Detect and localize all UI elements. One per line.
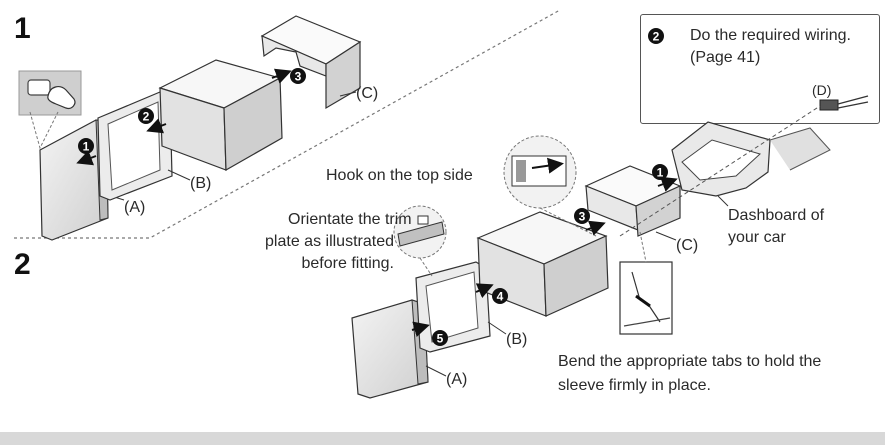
step-2-number: 2 (14, 248, 31, 281)
dashboard-label-line1: Dashboard of (728, 207, 825, 224)
orientate-label-line3: before fitting. (301, 255, 395, 272)
head-unit-step2 (476, 211, 609, 317)
arrow-2-step1 (146, 118, 167, 134)
arrow-4-step2 (475, 283, 494, 299)
arrow-1-step1 (76, 150, 97, 166)
svg-text:5: 5 (437, 332, 444, 346)
hook-top-side-label: Hook on the top side (326, 167, 473, 184)
wiring-callout-box (640, 14, 880, 124)
trim-plate-b-step2 (415, 261, 491, 353)
footer-bar (0, 432, 885, 445)
bend-tabs-label-line2: sleeve firmly in place. (558, 377, 711, 394)
leader-c2 (655, 231, 677, 241)
arrow-1-step2 (657, 176, 678, 192)
svg-text:2: 2 (143, 110, 150, 124)
marker-3-step1: 3 (290, 68, 306, 84)
callout-marker-2: 2 (648, 28, 664, 44)
marker-2-step1: 2 (138, 108, 154, 124)
mounting-sleeve-c-step1 (260, 15, 362, 110)
svg-text:4: 4 (497, 290, 504, 304)
dashboard-opening (671, 121, 831, 197)
arrow-3-step2 (585, 220, 606, 236)
callout-page-ref: (Page 41) (690, 49, 761, 66)
marker-3-step2: 3 (574, 208, 590, 224)
head-unit-step1 (158, 59, 283, 172)
leader-b2 (487, 321, 507, 335)
svg-text:1: 1 (83, 140, 90, 154)
marker-1-step1: 1 (78, 138, 94, 154)
orientate-label-line2: plate as illustrated (265, 233, 394, 250)
leader-dashboard (717, 195, 729, 207)
wiring-connector-d (819, 95, 869, 111)
dashboard-label-line2: your car (728, 229, 786, 246)
faceplate-a-step1 (39, 119, 109, 241)
leader-c1 (339, 91, 357, 97)
marker-5-step2: 5 (432, 330, 448, 346)
leader-a2 (425, 365, 447, 377)
sleeve-tab-zoom-circle (503, 135, 597, 237)
part-a-label-step2: (A) (446, 371, 468, 388)
part-a-label-step1: (A) (124, 199, 146, 216)
svg-text:1: 1 (657, 166, 664, 180)
bend-tabs-label-line1: Bend the appropriate tabs to hold the (558, 353, 822, 370)
svg-text:3: 3 (579, 210, 586, 224)
bend-tab-inset (619, 231, 673, 335)
arrow-3-step1 (271, 68, 292, 84)
part-b-label-step2: (B) (506, 331, 528, 348)
part-b-label-step1: (B) (190, 175, 212, 192)
step-1-number: 1 (14, 12, 31, 45)
arrow-5-step2 (411, 321, 430, 337)
part-c-label-step1: (C) (356, 85, 379, 102)
faceplate-a-step2 (351, 299, 429, 399)
marker-4-step2: 4 (492, 288, 508, 304)
svg-text:2: 2 (653, 30, 660, 44)
part-c-label-step2: (C) (676, 237, 699, 254)
callout-wiring-text: Do the required wiring. (690, 27, 851, 44)
leader-b1 (167, 169, 191, 181)
svg-text:3: 3 (295, 70, 302, 84)
part-d-label: (D) (812, 82, 832, 98)
marker-1-step2: 1 (652, 164, 668, 180)
orientate-label-line1: Orientate the trim (288, 211, 412, 228)
wiring-path-line (619, 105, 821, 237)
press-button-inset-icon (18, 70, 82, 150)
hook-zoom-circle (393, 205, 447, 277)
